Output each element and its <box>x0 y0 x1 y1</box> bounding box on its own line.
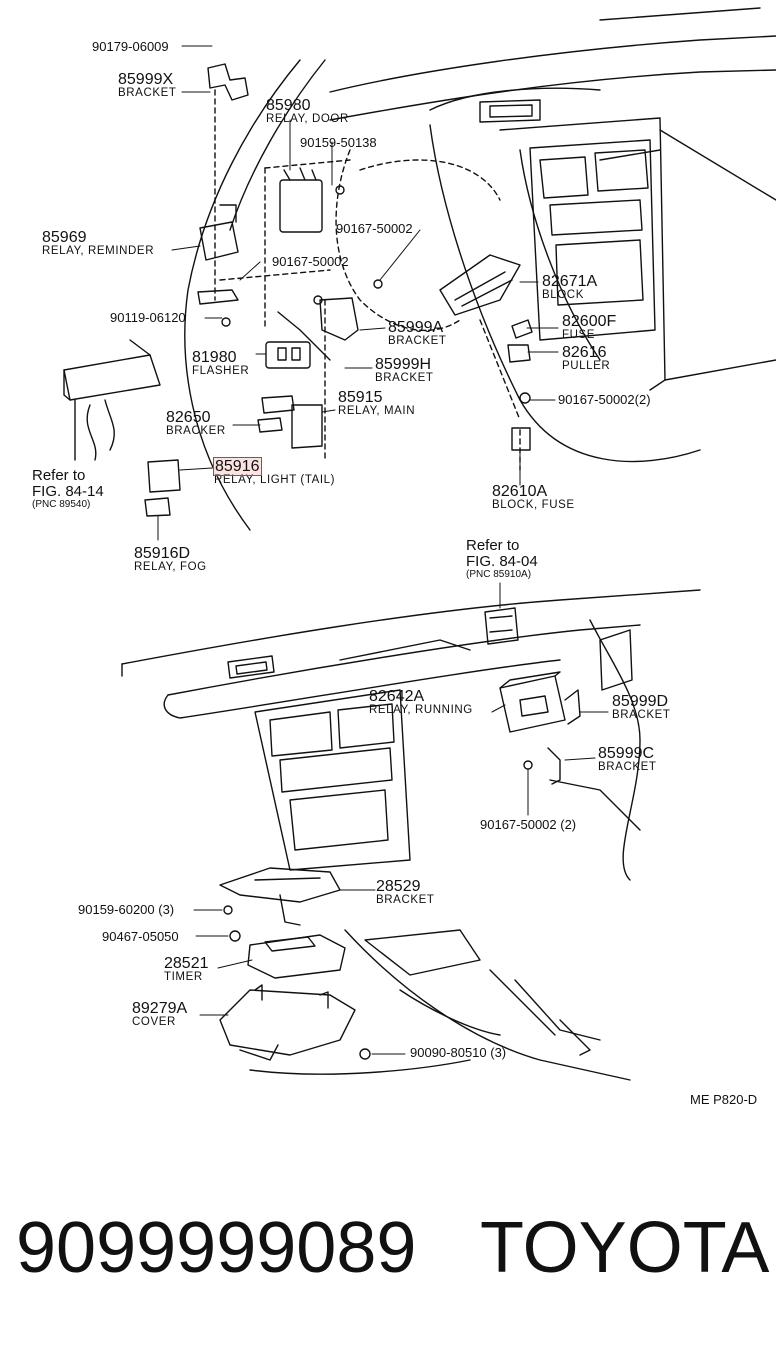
part-number-label: 85916D <box>134 545 191 562</box>
part-number-label: 90467-05050 <box>102 929 179 944</box>
part-caption: RELAY, FOG <box>134 561 207 573</box>
brand-name: TOYOTA <box>480 1208 770 1288</box>
part-number-label: 90167-50002 <box>336 221 413 236</box>
callout-85916: 85916 RELAY, LIGHT (TAIL) <box>213 457 336 487</box>
reference-figure: FIG. 84-04 <box>466 552 538 570</box>
part-number-heading: 9099999089 <box>16 1208 417 1288</box>
part-number-label: 90159-60200 (3) <box>78 902 175 917</box>
reference-fig-84-14[interactable]: Refer to FIG. 84-14 (PNC 89540) <box>32 468 104 510</box>
callout-90179-06009: 90179-06009 <box>92 40 169 53</box>
diagram-code: ME P820-D <box>690 1092 758 1107</box>
callout-85999d: 85999D BRACKET <box>612 694 671 722</box>
callout-90167-50002-2: 90167-50002(2) <box>558 393 651 406</box>
part-caption: PULLER <box>562 360 611 372</box>
callout-82616: 82616 PULLER <box>562 345 610 373</box>
part-number-label: 90179-06009 <box>92 39 169 54</box>
part-caption: BRACKET <box>375 372 434 384</box>
callout-82671a: 82671A BLOCK <box>542 274 597 302</box>
part-caption: BRACKET <box>118 87 177 99</box>
part-caption: BRACKET <box>612 709 671 721</box>
part-number-label: 85999D <box>612 693 669 710</box>
callout-89279a: 89279A COVER <box>132 1001 187 1029</box>
callout-82650: 82650 BRACKER <box>166 410 226 438</box>
reference-pnc: (PNC 89540) <box>32 498 91 510</box>
part-caption: FUSE <box>562 329 596 341</box>
part-number-label: 90167-50002 <box>272 254 349 269</box>
part-number-label: 82642A <box>369 688 425 705</box>
reference-pnc: (PNC 85910A) <box>466 568 532 580</box>
part-number-label: 28529 <box>376 878 421 895</box>
part-number-label: 90090-80510 (3) <box>410 1045 507 1060</box>
callout-90167-50002-3: 90167-50002 (2) <box>480 818 576 831</box>
callout-85999a: 85999A BRACKET <box>388 320 447 348</box>
callout-28529: 28529 BRACKET <box>376 879 435 907</box>
reference-fig-84-04[interactable]: Refer to FIG. 84-04 (PNC 85910A) <box>466 538 538 580</box>
callout-81980: 81980 FLASHER <box>192 350 249 378</box>
upper-components <box>63 63 533 517</box>
reference-intro: Refer to <box>466 537 520 554</box>
part-number-label: 85999A <box>388 319 444 336</box>
part-caption: BRACKET <box>598 761 657 773</box>
part-caption: BRACKET <box>376 894 435 906</box>
callout-85999x: 85999X BRACKET <box>118 72 177 100</box>
part-number-label: 85980 <box>266 97 311 114</box>
highlighted-part-number[interactable]: 85916 <box>213 457 262 476</box>
callout-85916d: 85916D RELAY, FOG <box>134 546 207 574</box>
part-number-label: 82650 <box>166 409 211 426</box>
callout-90090-80510: 90090-80510 (3) <box>410 1046 506 1059</box>
part-number-label: 85915 <box>338 389 383 406</box>
part-caption: RELAY, MAIN <box>338 405 416 417</box>
callout-85915: 85915 RELAY, MAIN <box>338 390 415 418</box>
part-number-label: 89279A <box>132 1000 188 1017</box>
part-caption: BLOCK, FUSE <box>492 499 575 511</box>
part-number-label: 81980 <box>192 349 237 366</box>
part-caption: RELAY, LIGHT (TAIL) <box>214 474 336 486</box>
part-caption: RELAY, REMINDER <box>42 245 155 257</box>
callout-85999h: 85999H BRACKET <box>375 357 434 385</box>
part-number-label: 82600F <box>562 313 617 330</box>
part-number-label: 82616 <box>562 344 607 361</box>
lower-leader-lines <box>193 582 609 1055</box>
reference-intro: Refer to <box>32 467 86 484</box>
callout-90167-50002-b: 90167-50002 <box>272 255 349 268</box>
callout-82600f: 82600F FUSE <box>562 314 616 342</box>
part-caption: RELAY, DOOR <box>266 113 349 125</box>
part-number-label: 90167-50002 (2) <box>480 817 577 832</box>
part-caption: TIMER <box>164 971 203 983</box>
part-number-label: 90159-50138 <box>300 135 377 150</box>
callout-82642a: 82642A RELAY, RUNNING <box>369 689 473 717</box>
callout-82610a: 82610A BLOCK, FUSE <box>492 484 575 512</box>
part-number-label: 85969 <box>42 229 87 246</box>
callout-90119-06120: 90119-06120 <box>110 311 186 324</box>
callout-90467-05050: 90467-05050 <box>102 930 179 943</box>
upper-dashboard-outline <box>184 7 776 531</box>
part-number-label: 82671A <box>542 273 598 290</box>
upper-leader-lines <box>157 45 559 541</box>
callout-85999c: 85999C BRACKET <box>598 746 657 774</box>
parts-diagram: 90179-06009 85999X BRACKET 85980 RELAY, … <box>32 7 776 1107</box>
part-number-label: 28521 <box>164 955 209 972</box>
part-caption: RELAY, RUNNING <box>369 704 473 716</box>
part-caption: BRACKER <box>166 425 226 437</box>
part-number-label: 85999X <box>118 71 174 88</box>
callout-85980: 85980 RELAY, DOOR <box>266 98 349 126</box>
part-number-label: 90119-06120 <box>110 310 186 325</box>
part-caption: BRACKET <box>388 335 447 347</box>
part-number-label: 85999H <box>375 356 432 373</box>
callout-90159-50138: 90159-50138 <box>300 136 377 149</box>
callout-85969: 85969 RELAY, REMINDER <box>42 230 154 258</box>
part-caption: COVER <box>132 1016 176 1028</box>
lower-dashboard-outline <box>121 589 701 1081</box>
reference-figure: FIG. 84-14 <box>32 482 104 500</box>
callout-90167-50002-a: 90167-50002 <box>336 222 413 235</box>
part-number-label: 90167-50002(2) <box>558 392 651 407</box>
diagram-artwork <box>63 7 776 1081</box>
lower-components <box>219 607 581 1061</box>
part-number-label: 85999C <box>598 745 655 762</box>
callout-28521: 28521 TIMER <box>164 956 209 984</box>
part-caption: BLOCK <box>542 289 584 301</box>
part-number-label: 82610A <box>492 483 548 500</box>
callout-90159-60200: 90159-60200 (3) <box>78 903 174 916</box>
part-caption: FLASHER <box>192 365 250 377</box>
